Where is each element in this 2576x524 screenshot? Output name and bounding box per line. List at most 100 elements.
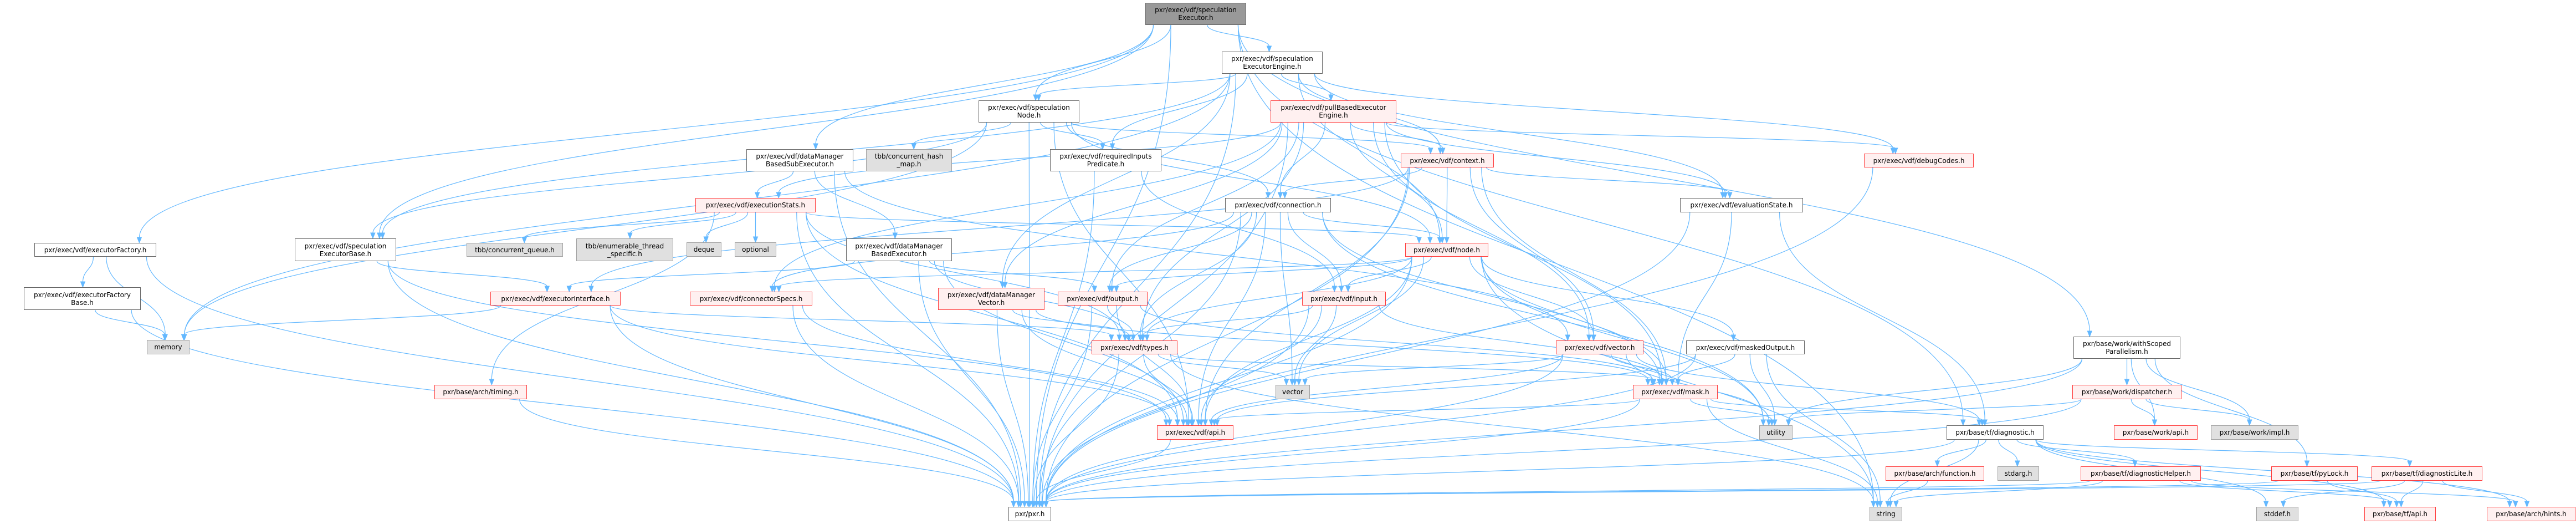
edge-diagnostic-to-stdarg bbox=[1998, 439, 2018, 462]
edge-pullBased-to-vectorH bbox=[1372, 122, 1590, 336]
arrowhead-icon bbox=[1036, 94, 1042, 101]
edge-diagHelper-to-pxr bbox=[1046, 480, 2091, 502]
arrowhead-icon bbox=[1277, 192, 1283, 199]
edge-vectorH-to-mask bbox=[1610, 354, 1673, 380]
edge-debugCodes-to-pxr bbox=[1046, 167, 1873, 502]
arrowhead-icon bbox=[2507, 501, 2513, 508]
edge-node-to-output bbox=[1116, 256, 1412, 287]
root-file-node[interactable]: pxr/exec/vdf/speculation Executor.h bbox=[1145, 3, 1246, 25]
arrowhead-icon bbox=[1117, 334, 1122, 342]
edge-connection-to-utility bbox=[1322, 212, 1764, 421]
arrowhead-icon bbox=[136, 237, 142, 244]
file-node-pullBased[interactable]: pxr/exec/vdf/pullBasedExecutor Engine.h bbox=[1271, 100, 1396, 123]
edge-connection-to-output bbox=[1109, 212, 1252, 287]
edge-dispatcher-to-workApi bbox=[2131, 399, 2155, 421]
file-node-specNode[interactable]: pxr/exec/vdf/speculation Node.h bbox=[979, 100, 1079, 123]
file-node-specExecBase[interactable]: pxr/exec/vdf/speculation ExecutorBase.h bbox=[295, 238, 396, 261]
file-node-exFactoryBase[interactable]: pxr/exec/vdf/executorFactory Base.h bbox=[24, 287, 141, 310]
arrowhead-icon bbox=[1440, 147, 1446, 155]
file-node-exInterface[interactable]: pxr/exec/vdf/executorInterface.h bbox=[490, 292, 621, 306]
file-node-dispatcher[interactable]: pxr/base/work/dispatcher.h bbox=[2072, 385, 2181, 399]
file-node-diagHelper[interactable]: pxr/base/tf/diagnosticHelper.h bbox=[2081, 466, 2201, 481]
edge-specNode-to-context bbox=[1071, 122, 1431, 149]
file-node-reqInputs[interactable]: pxr/exec/vdf/requiredInputs Predicate.h bbox=[1050, 149, 1161, 171]
edge-specEngine-to-dmVector bbox=[1002, 73, 1231, 283]
arrowhead-icon bbox=[1039, 501, 1045, 508]
edge-mask-to-pxr bbox=[1046, 399, 1640, 502]
arrowhead-icon bbox=[1211, 419, 1217, 426]
edge-connection-to-pxr bbox=[1039, 212, 1241, 502]
file-node-connection[interactable]: pxr/exec/vdf/connection.h bbox=[1225, 198, 1331, 212]
arrowhead-icon bbox=[2263, 501, 2269, 508]
file-node-evalState[interactable]: pxr/exec/vdf/evaluationState.h bbox=[1680, 198, 1803, 212]
file-node-pxr[interactable]: pxr/pxr.h bbox=[1008, 507, 1051, 521]
edge-mask-to-utility bbox=[1690, 399, 1773, 421]
file-node-dmVector[interactable]: pxr/exec/vdf/dataManager Vector.h bbox=[938, 288, 1044, 310]
file-node-maskedOutput[interactable]: pxr/exec/vdf/maskedOutput.h bbox=[1686, 340, 1805, 354]
arrowhead-icon bbox=[1651, 379, 1657, 386]
edge-execStats-to-pxr bbox=[796, 212, 1020, 502]
arrowhead-icon bbox=[776, 286, 782, 293]
file-node-mask[interactable]: pxr/exec/vdf/mask.h bbox=[1633, 385, 1718, 399]
arrowhead-icon bbox=[2387, 501, 2393, 508]
arrowhead-icon bbox=[1675, 379, 1681, 386]
file-node-timing[interactable]: pxr/base/arch/timing.h bbox=[434, 385, 527, 399]
file-node-context[interactable]: pxr/exec/vdf/context.h bbox=[1401, 154, 1494, 167]
file-node-withScoped[interactable]: pxr/base/work/withScoped Parallelism.h bbox=[2073, 337, 2180, 359]
edge-pullBased-to-output bbox=[1112, 122, 1299, 287]
arrowhead-icon bbox=[1339, 286, 1344, 293]
file-node-debugCodes[interactable]: pxr/exec/vdf/debugCodes.h bbox=[1864, 154, 1974, 167]
arrowhead-icon bbox=[627, 232, 633, 240]
file-node-diagnostic[interactable]: pxr/base/tf/diagnostic.h bbox=[1947, 425, 2044, 440]
file-node-connectorSpecs[interactable]: pxr/exec/vdf/connectorSpecs.h bbox=[690, 292, 812, 306]
file-node-api[interactable]: pxr/exec/vdf/api.h bbox=[1157, 425, 1233, 440]
edge-dmSubExec-to-execStats bbox=[757, 171, 794, 194]
arrowhead-icon bbox=[1444, 237, 1450, 244]
file-node-input[interactable]: pxr/exec/vdf/input.h bbox=[1302, 292, 1386, 306]
edge-dispatcher-to-pxr bbox=[1046, 399, 2082, 502]
file-node-node[interactable]: pxr/exec/vdf/node.h bbox=[1405, 243, 1488, 257]
file-node-tfApi[interactable]: pxr/base/tf/api.h bbox=[2364, 507, 2436, 521]
arrowhead-icon bbox=[2152, 419, 2158, 426]
arrowhead-icon bbox=[2281, 501, 2286, 508]
edge-exFactoryBase-to-memory bbox=[95, 309, 165, 335]
arrowhead-icon bbox=[1979, 419, 1985, 426]
file-node-hints[interactable]: pxr/base/arch/hints.h bbox=[2487, 507, 2575, 521]
edge-exInterface-to-memory bbox=[183, 305, 501, 335]
arrowhead-icon bbox=[489, 379, 495, 386]
arrowhead-icon bbox=[521, 237, 528, 244]
file-node-execStats[interactable]: pxr/exec/vdf/executionStats.h bbox=[695, 198, 816, 212]
edge-reqInputs-to-input bbox=[1141, 171, 1335, 287]
arrowhead-icon bbox=[1871, 501, 1876, 508]
file-node-function[interactable]: pxr/base/arch/function.h bbox=[1886, 466, 1984, 481]
file-node-exFactory[interactable]: pxr/exec/vdf/executorFactory.h bbox=[34, 243, 156, 257]
file-node-types[interactable]: pxr/exec/vdf/types.h bbox=[1092, 340, 1177, 354]
edge-dmSubExec-to-vectorH bbox=[844, 171, 1568, 336]
file-node-vectorH[interactable]: pxr/exec/vdf/vector.h bbox=[1556, 340, 1643, 354]
file-node-diagLite[interactable]: pxr/base/tf/diagnosticLite.h bbox=[2372, 466, 2482, 481]
file-node-specEngine[interactable]: pxr/exec/vdf/speculation ExecutorEngine.… bbox=[1222, 52, 1323, 74]
arrowhead-icon bbox=[2247, 419, 2252, 426]
file-node-dmSubExec[interactable]: pxr/exec/vdf/dataManager BasedSubExecuto… bbox=[746, 149, 853, 171]
arrowhead-icon bbox=[1033, 501, 1039, 508]
edge-output-to-api bbox=[1116, 305, 1192, 421]
arrowhead-icon bbox=[1126, 334, 1131, 342]
file-node-string: string bbox=[1870, 507, 1902, 521]
edge-root-to-exFactory bbox=[139, 24, 1154, 238]
file-node-output[interactable]: pxr/exec/vdf/output.h bbox=[1058, 292, 1148, 306]
edge-dmSubExec-to-pxr bbox=[834, 171, 1021, 502]
edge-specEngine-to-pullBased bbox=[1281, 73, 1331, 96]
arrowhead-icon bbox=[1885, 501, 1891, 508]
edge-diagnostic-to-tfApi bbox=[2035, 439, 2384, 502]
edge-connection-to-types bbox=[1140, 212, 1257, 336]
edge-maskedOutput-to-api bbox=[1217, 354, 1696, 421]
arrowhead-icon bbox=[1428, 147, 1433, 155]
arrowhead-icon bbox=[752, 236, 759, 243]
edge-specNode-to-reqInputs bbox=[1040, 122, 1103, 145]
file-node-pyLock[interactable]: pxr/base/tf/pyLock.h bbox=[2271, 466, 2358, 481]
file-node-workApi[interactable]: pxr/base/work/api.h bbox=[2114, 425, 2198, 440]
edge-context-to-mask bbox=[1481, 167, 1667, 380]
file-node-dmExec[interactable]: pxr/exec/vdf/dataManager BasedExecutor.h bbox=[846, 238, 952, 261]
edge-exInterface-to-pxr bbox=[610, 305, 1014, 502]
edge-exInterface-to-types bbox=[610, 305, 1112, 336]
